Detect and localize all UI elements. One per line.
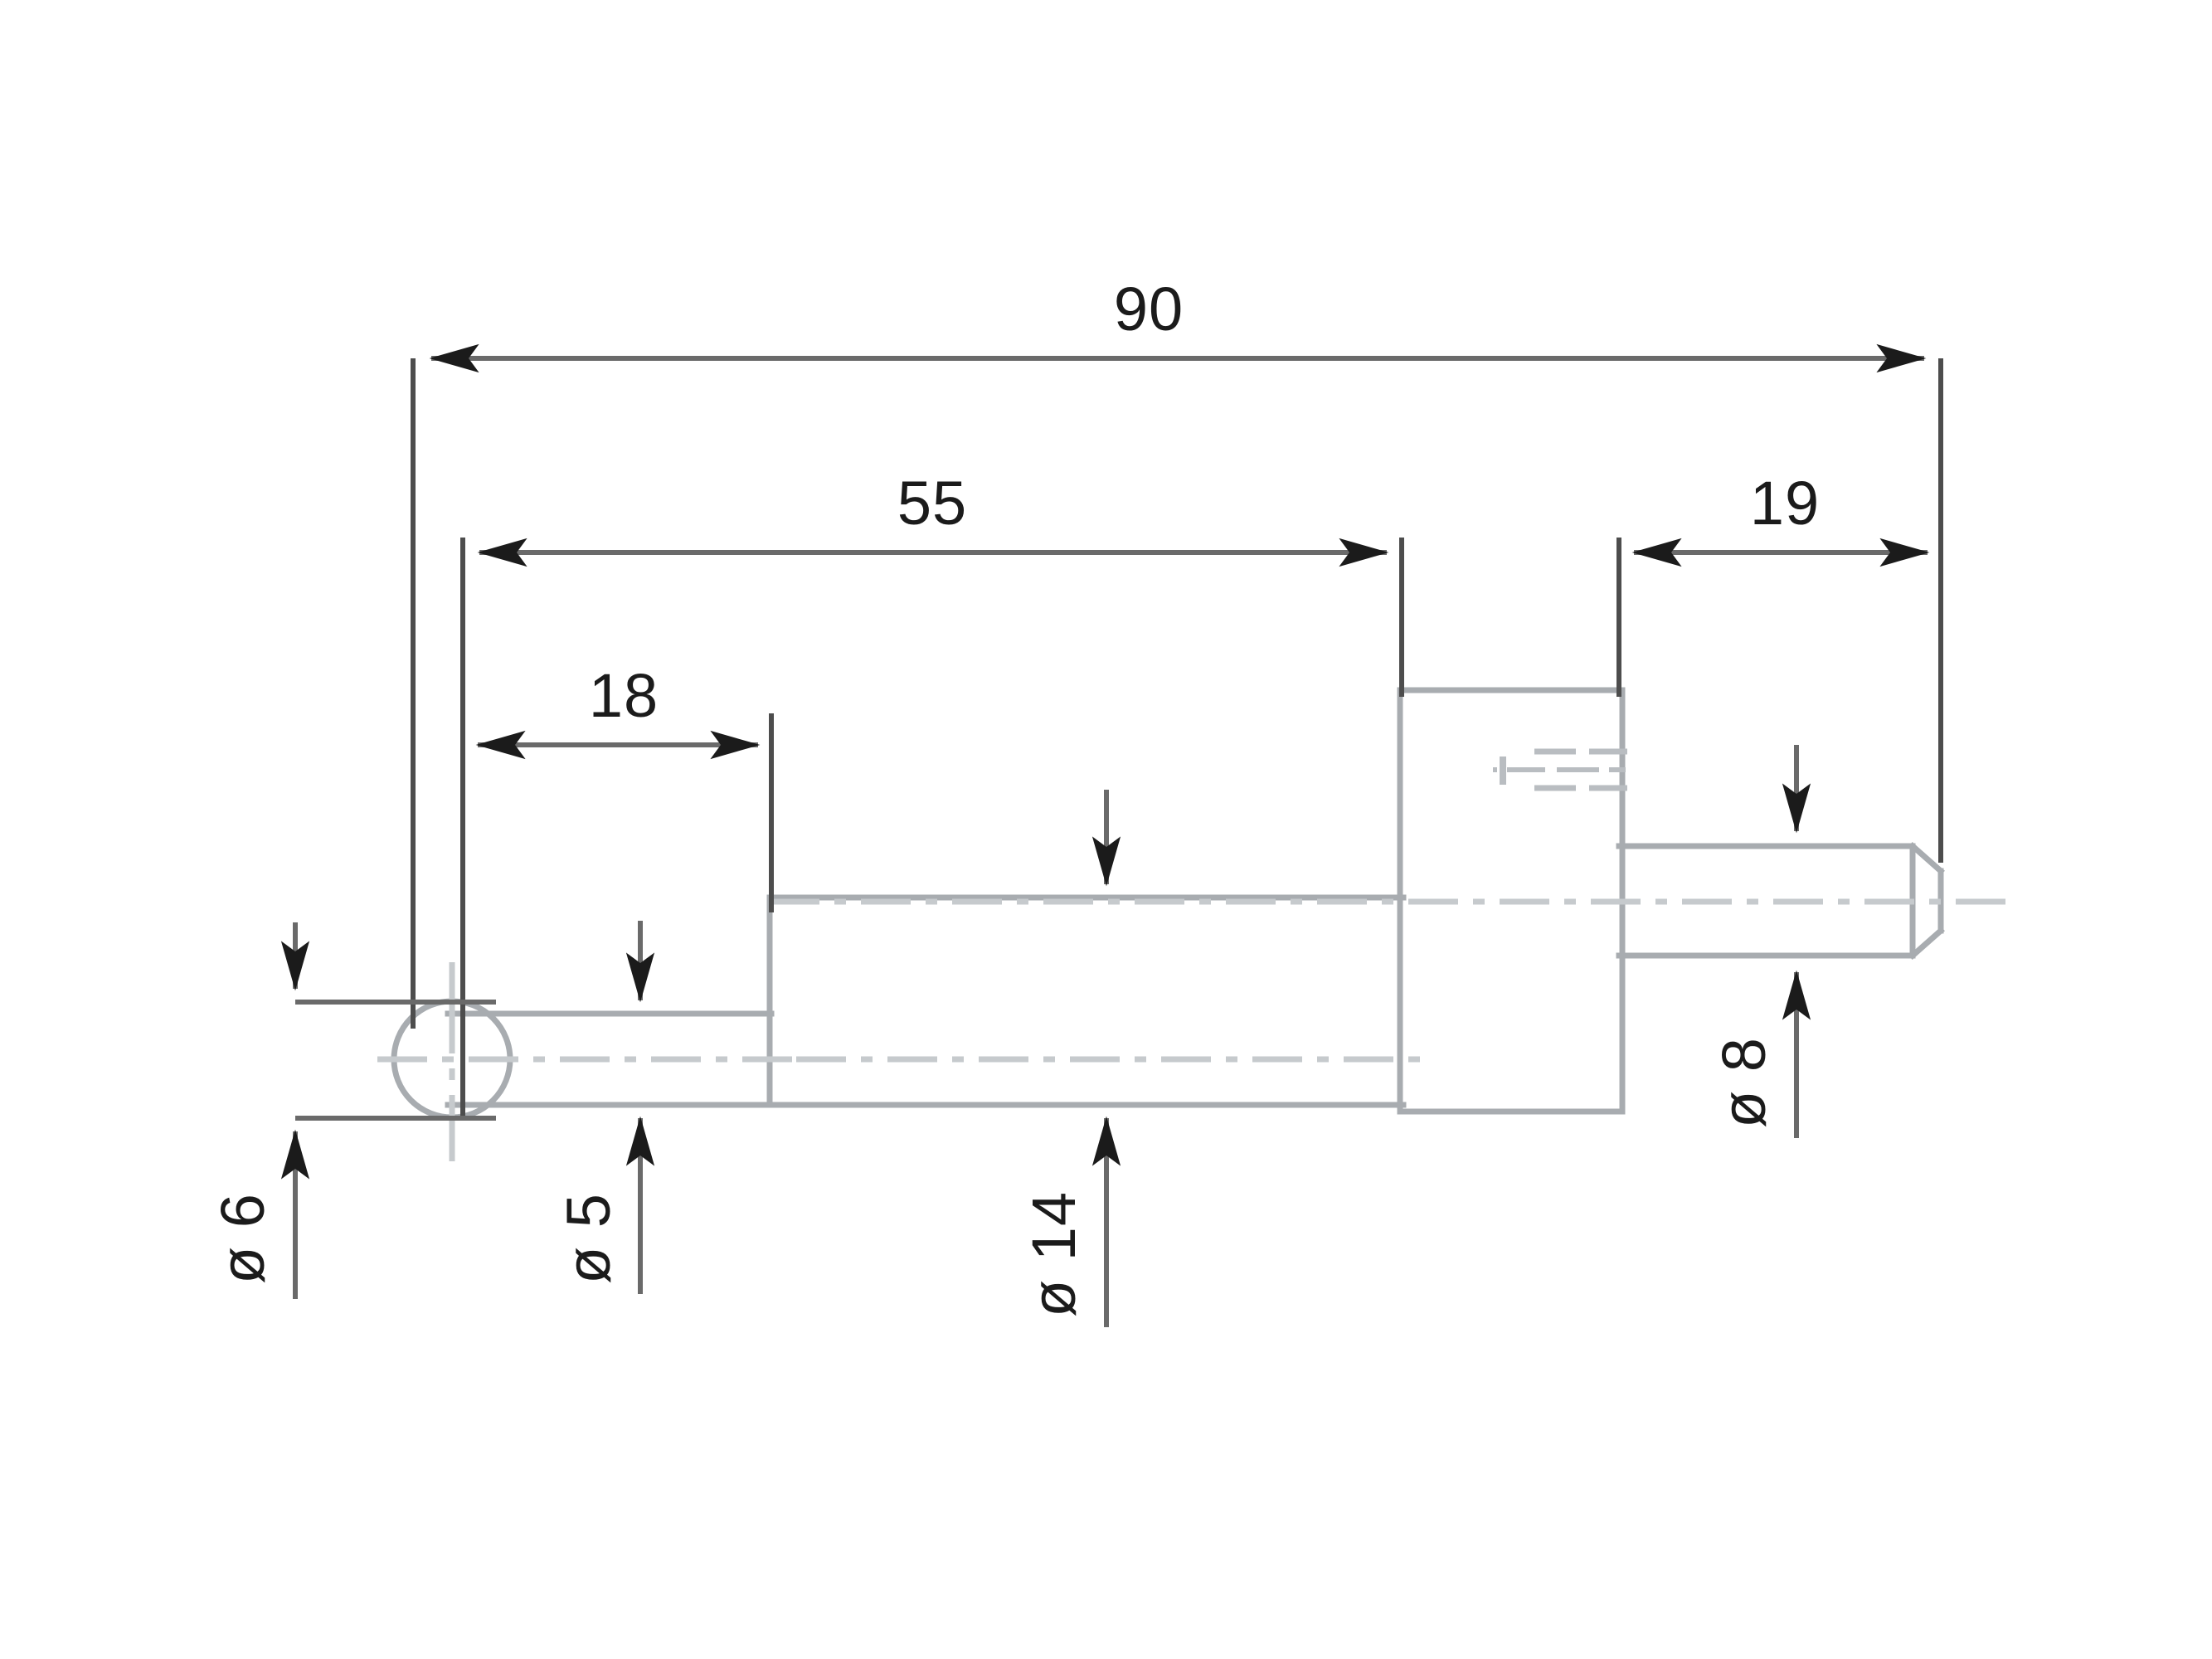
flange-center-mark [1493, 748, 1627, 791]
dimension-label-19: 19 [1750, 469, 1820, 538]
dimension-diameter-5: ø 5 [554, 921, 655, 1294]
dimension-55: 55 [477, 469, 1389, 567]
extension-lines [411, 358, 1943, 1120]
dimension-label-diameter-5: ø 5 [554, 1193, 623, 1284]
dimension-label-diameter-8: ø 8 [1709, 1037, 1778, 1128]
dimension-label-55: 55 [897, 469, 967, 538]
dimension-label-diameter-14: ø 14 [1019, 1191, 1088, 1317]
dimension-label-90: 90 [1114, 275, 1184, 343]
main-body-outline [766, 894, 1407, 1108]
dimension-18: 18 [475, 661, 761, 760]
dimension-diameter-8: ø 8 [1709, 745, 1811, 1138]
dimension-label-diameter-6: ø 6 [208, 1193, 277, 1284]
small-shaft-outline [445, 1010, 775, 1108]
dimension-19: 19 [1631, 469, 1930, 567]
dimension-diameter-14: ø 14 [1019, 790, 1121, 1327]
dimension-90: 90 [429, 275, 1927, 373]
dimension-label-18: 18 [589, 661, 659, 730]
right-shaft-outline [1616, 842, 1945, 960]
centerlines [377, 898, 2007, 1063]
dimension-diameter-6: ø 6 [208, 922, 496, 1299]
